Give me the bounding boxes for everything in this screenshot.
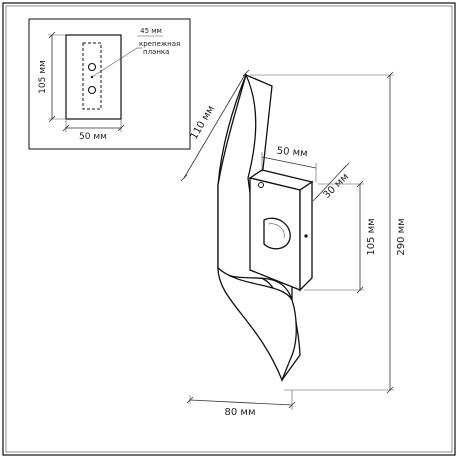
blade-length-dimension-line (183, 72, 247, 179)
mounting-plate (65, 34, 122, 120)
bottom-width-label: 80 мм (225, 407, 256, 418)
inset-height-label: 105 мм (38, 60, 48, 94)
inset-frame (28, 18, 191, 150)
base-side-screw-icon (304, 234, 308, 238)
mounting-hole-top (87, 62, 97, 72)
outer-frame-inner (5, 5, 453, 453)
lamp-socket (263, 217, 291, 250)
base-width-dimension-line (261, 156, 317, 169)
base-depth-dimension-line (315, 165, 347, 199)
bracket-leader (91, 47, 138, 78)
inset-spacing-label: 45 мм (140, 27, 162, 35)
lamp-blade-lower (217, 266, 297, 382)
base-screw-icon (258, 182, 264, 188)
base-height-label: 105 мм (366, 218, 377, 255)
bottom-width-dimension-line (189, 399, 293, 406)
blade-length-label: 110 мм (189, 104, 217, 142)
mounting-bracket-dashed (82, 42, 102, 110)
inset-detail: 105 мм 50 мм 45 мм крепежная планка (28, 18, 191, 150)
inset-width-label: 50 мм (79, 132, 107, 142)
lamp-drawing: 110 мм 50 мм 30 мм 105 мм 290 мм 80 мм (180, 69, 407, 418)
base-width-label: 50 мм (276, 146, 308, 160)
bracket-label-line2: планка (143, 48, 169, 56)
bracket-label-line1: крепежная (139, 40, 180, 48)
total-height-label: 290 мм (396, 218, 407, 255)
mounting-hole-bottom (87, 85, 97, 95)
